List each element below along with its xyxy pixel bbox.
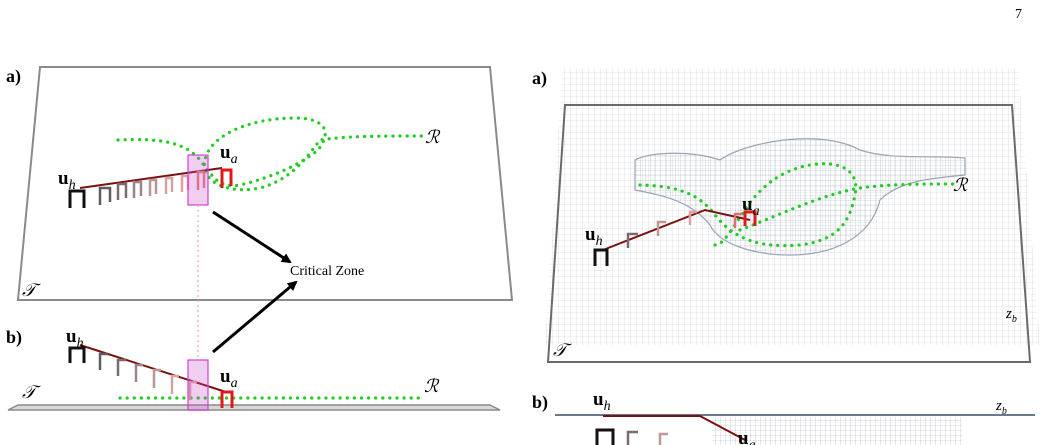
left-gripper-poses <box>68 168 233 208</box>
left-b-gripper-poses <box>68 346 234 408</box>
gripper-pose-icon <box>626 232 638 248</box>
left-a-end-label: ua <box>220 142 238 167</box>
end-gripper-icon <box>220 390 234 408</box>
gripper-pose-icon <box>196 170 206 190</box>
gripper-pose-icon <box>170 374 179 394</box>
start-gripper-icon <box>593 248 609 266</box>
critical-arrow-top <box>212 210 292 264</box>
right-a-start-label: uh <box>585 224 603 249</box>
left-b-end-label: ua <box>220 366 238 391</box>
gripper-pose-icon <box>658 432 668 445</box>
start-gripper-icon <box>68 189 86 208</box>
right-plane <box>546 104 1032 363</box>
right-panel-a-label: a) <box>532 68 547 89</box>
left-reference-path <box>116 116 427 192</box>
start-gripper-icon <box>68 346 86 363</box>
left-panel-b: b) 𝒯 ℛ uh ua <box>6 326 501 411</box>
gripper-pose-icon <box>116 182 128 200</box>
right-a-surface-label: zb <box>1005 306 1017 325</box>
left-top-plane-label: 𝒯 <box>22 280 41 300</box>
right-b-end-label: ua <box>738 428 756 445</box>
gripper-pose-icon <box>148 178 158 196</box>
right-a-end-label: ua <box>742 194 760 219</box>
page-number: 7 <box>1015 7 1022 22</box>
left-reference-label: ℛ <box>425 127 441 147</box>
right-deformation-region <box>634 138 966 256</box>
gripper-pose-icon <box>626 430 638 445</box>
critical-zone-label: Critical Zone <box>290 264 364 279</box>
right-panel-b-label: b) <box>532 392 548 413</box>
right-b-mesh-section <box>712 417 962 445</box>
left-a-critical-highlight <box>187 154 209 206</box>
right-panel-a: a) 𝒯 zb ℛ uh ua <box>532 68 1040 363</box>
gripper-pose-icon <box>98 186 112 205</box>
start-gripper-icon <box>595 428 615 445</box>
gripper-pose-icon <box>688 210 697 225</box>
gripper-pose-icon <box>134 363 143 382</box>
right-reference-path <box>638 162 858 248</box>
right-b-start-label: uh <box>593 389 611 414</box>
gripper-pose-icon <box>164 176 174 194</box>
end-gripper-icon <box>220 168 233 188</box>
right-reference-label: ℛ <box>953 175 969 195</box>
right-b-trajectory-line <box>603 415 746 441</box>
left-b-start-label: uh <box>66 326 84 351</box>
gripper-pose-icon <box>656 220 666 236</box>
left-bottom-plane <box>7 404 501 411</box>
left-top-plane <box>16 66 514 301</box>
left-bottom-plane-label: 𝒯 <box>22 382 41 402</box>
gripper-pose-icon <box>180 174 190 192</box>
gripper-pose-icon <box>188 380 197 400</box>
left-b-critical-highlight <box>187 359 209 411</box>
critical-arrow-bottom <box>212 280 298 354</box>
right-gripper-poses <box>593 210 757 266</box>
end-gripper-icon <box>743 210 757 226</box>
left-b-reference-label: ℛ <box>424 376 440 396</box>
gripper-pose-icon <box>116 358 126 376</box>
left-panel-a: a) 𝒯 ℛ uh ua <box>6 66 514 301</box>
gripper-pose-icon <box>132 180 143 198</box>
right-panel-b: b) zb uh ua <box>532 389 1035 445</box>
left-panel-b-label: b) <box>6 327 22 348</box>
gripper-pose-icon <box>152 368 161 388</box>
left-a-start-label: uh <box>58 168 76 193</box>
gripper-pose-icon <box>98 352 108 370</box>
left-panel-a-label: a) <box>6 66 21 87</box>
right-reference-path-tail <box>738 182 957 232</box>
right-b-surface-label: zb <box>995 398 1007 417</box>
gripper-pose-icon <box>733 212 742 228</box>
